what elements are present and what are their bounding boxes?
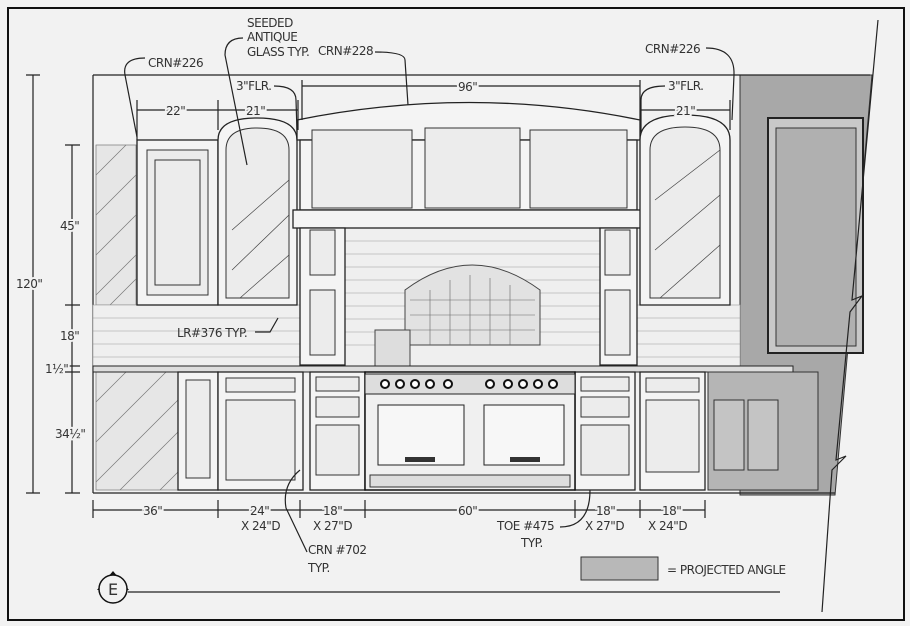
upper-cabinet-left bbox=[136, 139, 219, 306]
base-cabinets bbox=[177, 371, 819, 491]
range-hood bbox=[292, 101, 644, 366]
dim-96: 96" bbox=[458, 80, 477, 94]
legend-label: = PROJECTED ANGLE bbox=[667, 563, 786, 577]
dim-21-left: 21" bbox=[246, 104, 265, 118]
dim-1-5: 1½" bbox=[45, 362, 68, 376]
filler-right-label: 3"FLR. bbox=[668, 79, 703, 93]
crn-226-right-label: CRN#226 bbox=[645, 42, 700, 56]
dim-base-24-depth: X 24"D bbox=[241, 519, 280, 533]
elevation-marker: E bbox=[97, 571, 780, 604]
seeded-glass-label-3: GLASS TYP. bbox=[247, 45, 309, 59]
dimension-lines bbox=[26, 74, 731, 518]
filler-left-label: 3"FLR. bbox=[236, 79, 271, 93]
dim-base-18a-depth: X 27"D bbox=[313, 519, 352, 533]
dim-base-18c: 18" bbox=[662, 504, 681, 518]
toe-475-label-1: TOE #475 bbox=[496, 519, 554, 533]
crn-226-left-label: CRN#226 bbox=[148, 56, 203, 70]
dim-base-18c-depth: X 24"D bbox=[648, 519, 687, 533]
dim-45: 45" bbox=[60, 219, 79, 233]
break-line bbox=[821, 19, 879, 613]
lr-376-label: LR#376 TYP. bbox=[177, 326, 247, 340]
upper-glass-cabinet-right bbox=[639, 114, 731, 306]
hatched-side-panel-left bbox=[95, 144, 179, 491]
crn-702-label-1: CRN #702 bbox=[308, 543, 366, 557]
seeded-glass-label-2: ANTIQUE bbox=[247, 30, 297, 44]
dim-120: 120" bbox=[16, 277, 42, 291]
dim-34-5: 34½" bbox=[55, 427, 85, 441]
dim-22: 22" bbox=[166, 104, 185, 118]
countertop bbox=[92, 365, 794, 373]
dim-base-18b-depth: X 27"D bbox=[585, 519, 624, 533]
window-glass bbox=[775, 127, 857, 347]
legend-swatch bbox=[580, 556, 659, 581]
dim-base-60: 60" bbox=[458, 504, 477, 518]
dim-base-18b: 18" bbox=[596, 504, 615, 518]
pot bbox=[374, 329, 411, 369]
seeded-glass-label-1: SEEDED bbox=[247, 16, 293, 30]
wall-outline bbox=[92, 74, 870, 494]
elevation-marker-label: E bbox=[108, 580, 118, 599]
dim-base-24: 24" bbox=[250, 504, 269, 518]
leader-lines bbox=[124, 37, 735, 553]
sheet-border bbox=[7, 7, 905, 621]
toe-475-label-2: TYP. bbox=[520, 536, 543, 550]
dim-21-right: 21" bbox=[676, 104, 695, 118]
dim-18: 18" bbox=[60, 329, 79, 343]
upper-glass-cabinet-left bbox=[217, 117, 298, 306]
range bbox=[364, 371, 576, 491]
dim-base-18a: 18" bbox=[323, 504, 342, 518]
crn-228-label: CRN#228 bbox=[318, 44, 373, 58]
base-dimensions: 36" 24" X 24"D 18" X 27"D 60" 18" X 27"D… bbox=[141, 502, 690, 535]
dim-base-36: 36" bbox=[143, 504, 162, 518]
crn-702-label-2: TYP. bbox=[307, 561, 330, 575]
